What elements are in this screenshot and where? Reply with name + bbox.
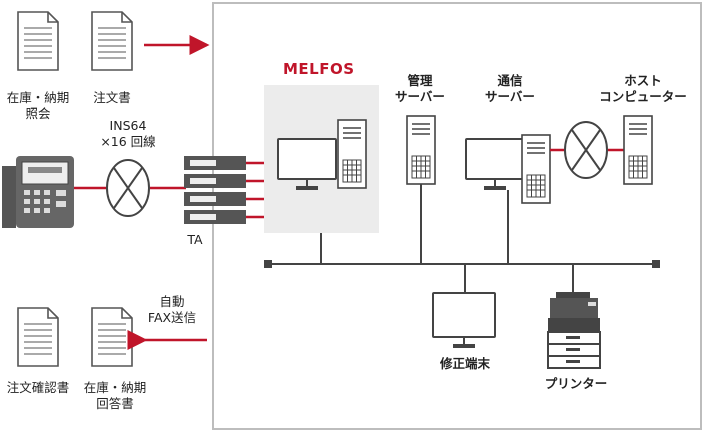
- document-icon: [91, 11, 133, 71]
- label-order-form: 注文書: [93, 90, 131, 105]
- label-delivery-reply: 在庫・納期 回答書: [83, 380, 147, 411]
- document-icon: [17, 307, 59, 367]
- server-tower-icon: [406, 115, 436, 185]
- melfos-title: MELFOS: [283, 60, 355, 78]
- label-printer: プリンター: [544, 376, 608, 391]
- label-ta: TA: [187, 232, 203, 247]
- label-ins-line: INS64 ×16 回線: [100, 118, 156, 149]
- label-comm-server: 通信 サーバー: [485, 73, 535, 104]
- printer-icon: [547, 292, 601, 369]
- terminal-adapter-icon: [184, 156, 246, 224]
- label-mgmt-server: 管理 サーバー: [395, 73, 445, 104]
- label-host: ホスト コンピューター: [599, 73, 687, 104]
- label-order-confirm: 注文確認書: [6, 380, 70, 395]
- monitor-icon: [432, 292, 496, 348]
- label-auto-fax: 自動 FAX送信: [147, 294, 197, 325]
- label-inquiry: 在庫・納期 照会: [6, 90, 70, 121]
- document-icon: [91, 307, 133, 367]
- server-tower-icon: [623, 115, 653, 185]
- server-tower-icon: [337, 119, 367, 189]
- network-switch-icon: [106, 159, 150, 217]
- server-tower-icon: [521, 134, 551, 204]
- document-icon: [17, 11, 59, 71]
- fax-machine-icon: [2, 156, 74, 228]
- network-switch-icon: [564, 121, 608, 179]
- label-terminal: 修正端末: [439, 356, 490, 371]
